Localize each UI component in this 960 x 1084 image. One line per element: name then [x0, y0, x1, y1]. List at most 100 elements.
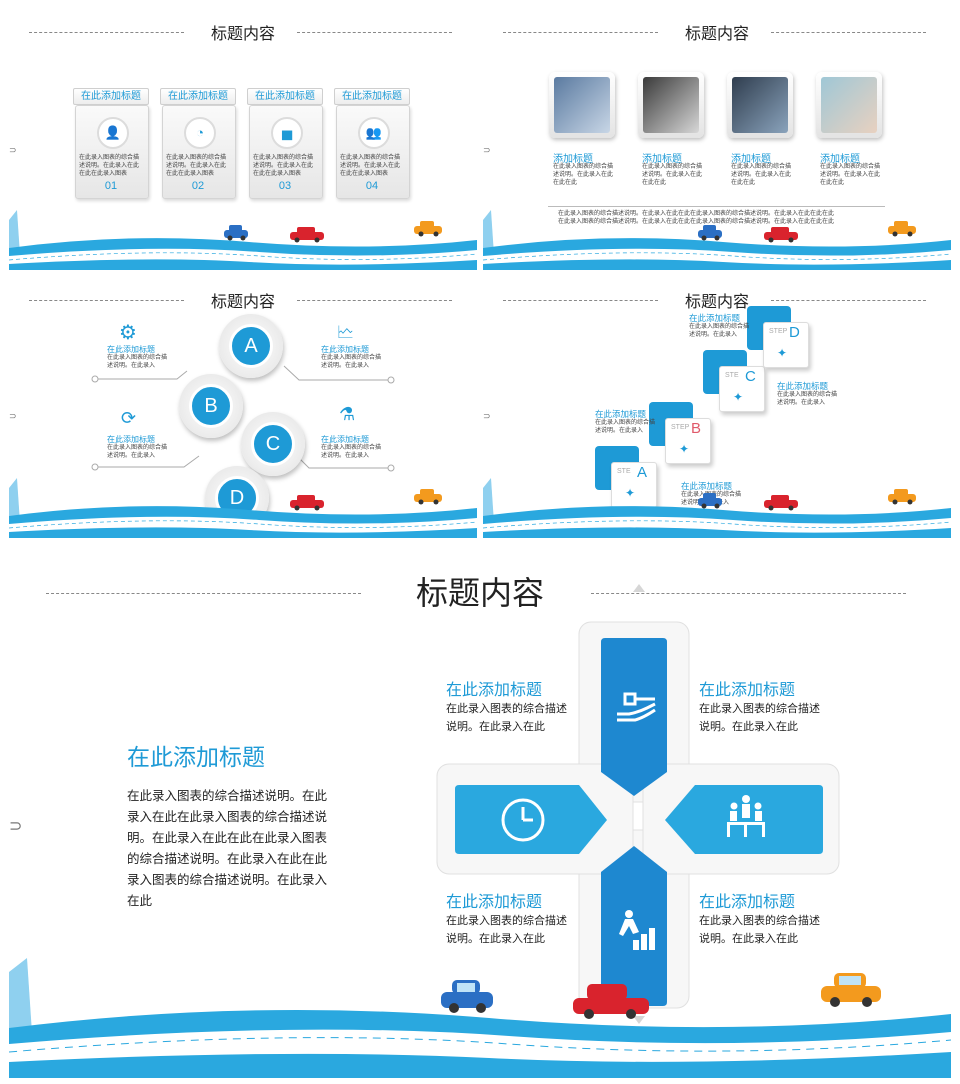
- car-icon: [290, 227, 324, 243]
- card-number: 03: [278, 180, 292, 192]
- step-card-d[interactable]: [763, 322, 809, 368]
- card[interactable]: [249, 105, 323, 199]
- refresh-icon: ⟳: [121, 408, 137, 428]
- item-title: 在此添加标题: [107, 345, 155, 354]
- car-icon: [290, 495, 324, 511]
- card-description: 在此录入图表的综合描述说明。在此录入在此在此在此录入图表: [253, 155, 314, 177]
- item-title: 添加标题: [731, 154, 771, 165]
- circle-letter-c[interactable]: C: [251, 422, 295, 466]
- slide-cross: 标题内容 ⊃ 在此添加标题 在此录入图表的综合描述说明。在此录入在此在此录入图表…: [9, 548, 951, 1078]
- nav-arrow-icon[interactable]: ⊃: [483, 411, 491, 421]
- divider: [503, 32, 658, 33]
- car-icon: [441, 980, 493, 1013]
- quadrant-title: 在此添加标题: [699, 894, 796, 911]
- clock-icon: [501, 798, 545, 842]
- right-petal: [665, 785, 823, 854]
- card-description: 在此录入图表的综合描述说明。在此录入在此在此在此录入图表: [340, 155, 401, 177]
- main-heading: 在此添加标题: [127, 744, 265, 770]
- car-icon: [888, 221, 916, 237]
- item-title: 在此添加标题: [107, 435, 155, 444]
- road-illustration: [9, 958, 951, 1078]
- car-icon: [888, 489, 916, 505]
- step-icon: ✦: [777, 346, 788, 360]
- arrow-up-icon: [633, 584, 645, 592]
- item-title: 在此添加标题: [681, 481, 733, 491]
- item-description: 在此录入图表的综合描述说明。在此录入: [107, 355, 168, 369]
- item-title: 添加标题: [553, 154, 593, 165]
- item-title: 添加标题: [820, 154, 860, 165]
- car-icon: [414, 221, 442, 237]
- step-letter: D: [789, 324, 800, 341]
- car-icon: [573, 984, 649, 1019]
- nav-arrow-icon[interactable]: ⊃: [483, 145, 491, 155]
- divider: [297, 300, 452, 301]
- step-word: STEP: [671, 424, 690, 431]
- road-illustration: [483, 478, 951, 538]
- hand-key-icon: [617, 692, 656, 722]
- chart-document-icon: 🗠: [337, 323, 355, 342]
- step-word: STE: [725, 372, 739, 379]
- quadrant-title: 在此添加标题: [446, 682, 543, 699]
- nav-arrow-icon[interactable]: ⊃: [9, 818, 23, 835]
- photo-frame: [727, 72, 793, 138]
- podium-people-icon: [727, 795, 765, 837]
- divider: [771, 300, 926, 301]
- car-icon: [821, 973, 881, 1007]
- photo-image: [732, 77, 788, 133]
- step-icon: ✦: [733, 390, 744, 404]
- road-illustration: [9, 210, 477, 270]
- item-description: 在此录入图表的综合描述说明。在此录入: [595, 420, 656, 434]
- car-icon: [698, 225, 722, 241]
- quadrant-title: 在此添加标题: [699, 682, 796, 699]
- card-description: 在此录入图表的综合描述说明。在此录入在此在此在此录入图表: [166, 155, 227, 177]
- step-icon: ✦: [679, 442, 690, 456]
- photo-image: [554, 77, 610, 133]
- nav-arrow-icon[interactable]: ⊃: [9, 145, 17, 155]
- quadrant-title: 在此添加标题: [446, 894, 543, 911]
- circle-letter-b[interactable]: B: [189, 384, 233, 428]
- photo-frame: [549, 72, 615, 138]
- photo-frame: [638, 72, 704, 138]
- quadrant-description: 在此录入图表的综合描述说明。在此录入在此: [699, 703, 820, 733]
- step-card-c[interactable]: [719, 366, 765, 412]
- item-description: 在此录入图表的综合描述说明。在此录入在此在此在此: [642, 164, 703, 186]
- arrow-down-icon: [633, 1016, 645, 1024]
- road-illustration: [483, 210, 951, 270]
- circle-letter-a[interactable]: A: [229, 324, 273, 368]
- slide-title: 标题内容: [684, 26, 749, 43]
- step-card-b[interactable]: [665, 418, 711, 464]
- step-word: STEP: [769, 328, 788, 335]
- item-description: 在此录入图表的综合描述说明。在此录入: [107, 445, 168, 459]
- item-description: 在此录入图表的综合描述说明。在此录入在此在此在此: [731, 164, 792, 186]
- road-illustration: [9, 478, 477, 538]
- item-description: 在此录入图表的综合描述说明。在此录入: [321, 445, 382, 459]
- top-petal: [601, 638, 667, 796]
- item-description: 在此录入图表的综合描述说明。在此录入: [777, 392, 838, 406]
- step-word: STE: [617, 468, 631, 475]
- footer-text: 在此录入图表的综合描述说明。在此录入在此在此在此录入图表的综合描述说明。在此录入…: [558, 211, 835, 217]
- photo-frame: [816, 72, 882, 138]
- step-letter: C: [745, 368, 756, 385]
- car-icon: [698, 493, 722, 509]
- nav-arrow-icon[interactable]: ⊃: [9, 411, 17, 421]
- divider: [503, 300, 658, 301]
- card-number: 02: [191, 180, 205, 192]
- item-title: 在此添加标题: [321, 345, 369, 354]
- item-title: 添加标题: [642, 154, 682, 165]
- item-title: 在此添加标题: [595, 409, 647, 419]
- step-card-a[interactable]: [611, 462, 657, 508]
- car-icon: [414, 489, 442, 505]
- quadrant-description: 在此录入图表的综合描述说明。在此录入在此: [446, 703, 567, 733]
- divider: [46, 593, 361, 594]
- flask-icon: ⚗: [339, 404, 356, 424]
- user-icon: 👤: [97, 117, 129, 149]
- card-title: 在此添加标题: [334, 88, 410, 105]
- quadrant-description: 在此录入图表的综合描述说明。在此录入在此: [699, 915, 820, 945]
- cross-diagram: [436, 584, 840, 1024]
- bar-chart-icon: ▅: [271, 117, 303, 149]
- item-description: 在此录入图表的综合描述说明。在此录入: [689, 324, 750, 338]
- gears-icon: ⚙: [119, 322, 137, 344]
- car-icon: [764, 227, 798, 243]
